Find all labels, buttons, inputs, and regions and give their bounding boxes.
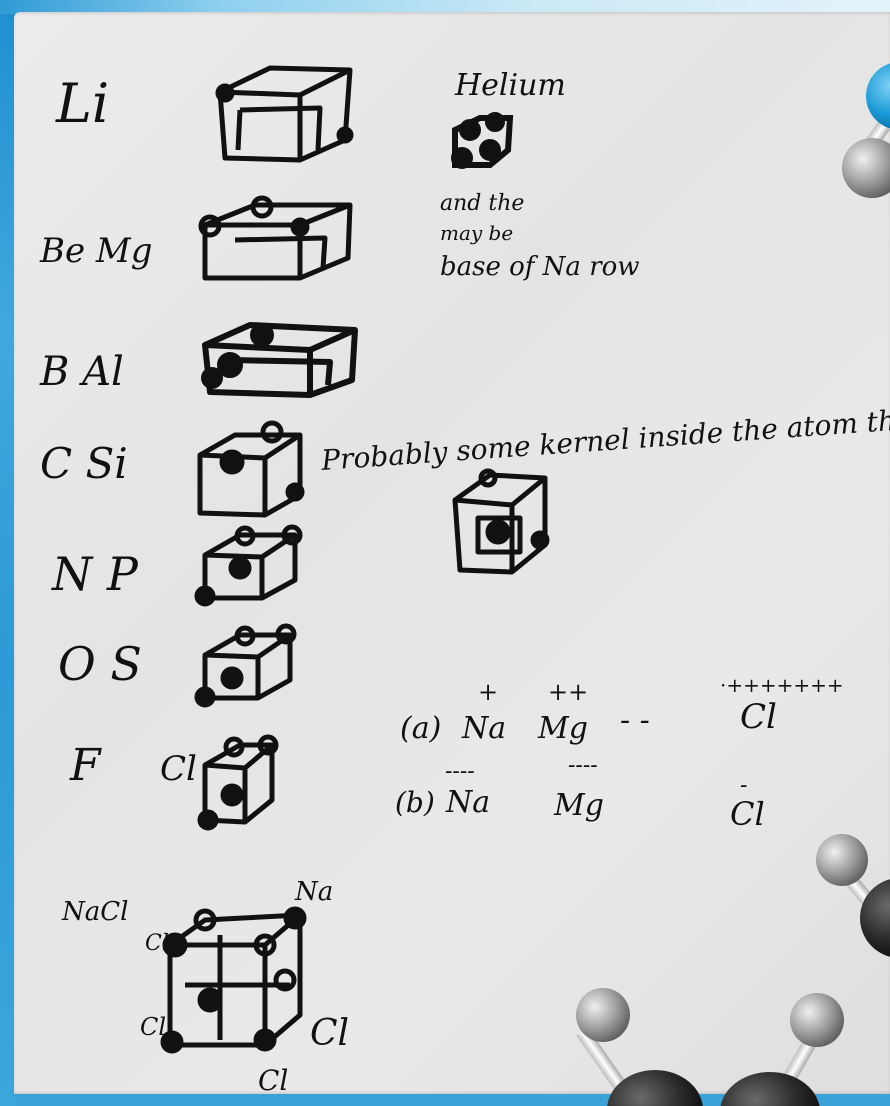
cube-n-p bbox=[197, 527, 300, 604]
ion-a-label: (a) bbox=[400, 711, 441, 746]
helium-cube bbox=[454, 115, 510, 166]
ion-a-na-charge: + bbox=[478, 678, 498, 706]
ion-a-na: Na bbox=[461, 711, 506, 746]
ion-a-mg: Mg bbox=[537, 711, 588, 746]
nacl-corner-cl-2: Cl bbox=[140, 1013, 166, 1041]
label-be-mg: Be Mg bbox=[39, 231, 153, 271]
label-c-si: C Si bbox=[40, 439, 128, 488]
cube-c-si bbox=[200, 423, 302, 515]
label-f: F bbox=[69, 740, 102, 791]
cube-b-al bbox=[204, 325, 355, 395]
molecule-decoration-top bbox=[842, 62, 890, 198]
nacl-corner-cl-1: Cl bbox=[145, 931, 169, 956]
ion-b-na-charge: ---- bbox=[445, 759, 475, 784]
helium-note-2: may be bbox=[440, 221, 513, 245]
ion-b-cl: Cl bbox=[730, 795, 765, 833]
cube-li bbox=[218, 68, 351, 160]
kernel-note: Probably some kernel inside the atom th bbox=[319, 404, 890, 477]
ion-b-label: (b) bbox=[395, 786, 435, 819]
helium-note-1: and the bbox=[440, 191, 524, 216]
kernel-cube bbox=[455, 471, 547, 572]
nacl-label: NaCl bbox=[61, 897, 128, 927]
ion-a-cl-charge: ·+++++++ bbox=[720, 673, 844, 697]
nacl-corner-cl-4: Cl bbox=[258, 1064, 288, 1097]
label-n-p: N P bbox=[51, 547, 139, 601]
helium-label: Helium bbox=[454, 68, 566, 103]
label-b-al: B Al bbox=[39, 349, 124, 395]
nacl-corner-na: Na bbox=[294, 877, 333, 907]
cube-o-s bbox=[197, 626, 294, 705]
nacl-corner-cl-3: Cl bbox=[310, 1013, 349, 1054]
ion-b-cl-charge: - bbox=[740, 773, 747, 798]
label-li: Li bbox=[55, 72, 109, 135]
ion-b-mg: Mg bbox=[553, 788, 604, 823]
ion-b-mg-charge: ---- bbox=[568, 753, 598, 778]
cube-f-cl bbox=[200, 737, 276, 828]
ion-b-na: Na bbox=[445, 785, 490, 820]
label-o-s: O S bbox=[58, 637, 142, 691]
helium-note-3: base of Na row bbox=[440, 252, 640, 282]
ion-a-cl: Cl bbox=[740, 697, 777, 737]
cube-be-mg bbox=[201, 198, 350, 278]
molecule-decoration-bottom bbox=[576, 988, 844, 1106]
molecule-decoration-middle bbox=[816, 834, 890, 958]
ion-a-mg-charge: ++ bbox=[548, 678, 588, 706]
ion-a-dash: - - bbox=[620, 703, 650, 738]
nacl-lattice bbox=[163, 909, 304, 1051]
label-cl: Cl bbox=[160, 749, 197, 789]
